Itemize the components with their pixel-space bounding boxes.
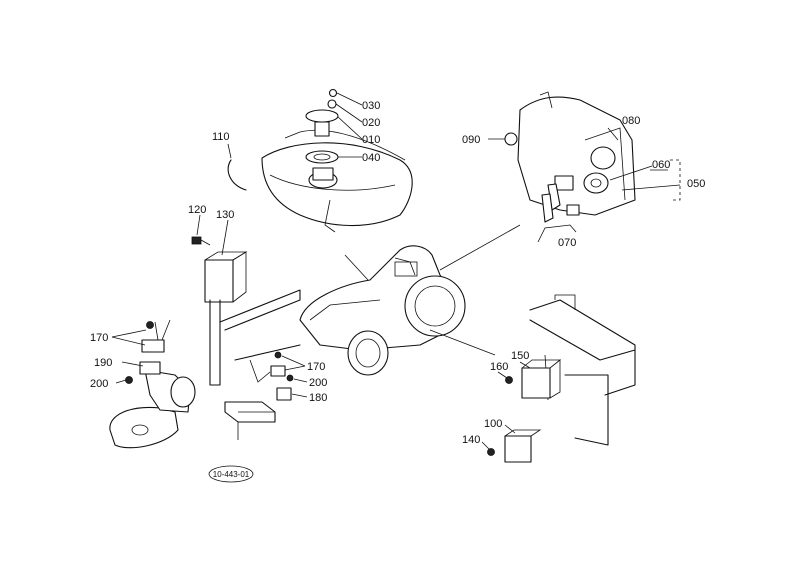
label-190: 190 — [94, 357, 112, 369]
label-200-center: 200 — [309, 377, 327, 389]
diagram-code-badge: 10-443-01 — [208, 465, 254, 483]
label-040: 040 — [362, 152, 380, 164]
label-090: 090 — [462, 134, 480, 146]
label-030: 030 — [362, 100, 380, 112]
label-060: 060 — [652, 159, 670, 171]
key-switch-section — [488, 91, 681, 243]
label-070: 070 — [558, 237, 576, 249]
label-170-center: 170 — [307, 361, 325, 373]
fuel-tank-section — [227, 88, 413, 233]
label-200-left: 200 — [90, 378, 108, 390]
tractor-overview — [299, 224, 521, 376]
label-080: 080 — [622, 115, 640, 127]
label-110: 140 — [462, 434, 480, 446]
label-010: 010 — [362, 134, 380, 146]
label-140: 120 — [188, 204, 206, 216]
label-130: 130 — [216, 209, 234, 221]
part-labels: 030 020 010 040 110 090 080 060 050 070 … — [90, 100, 705, 446]
label-150: 150 — [511, 350, 529, 362]
seat-switch-section — [224, 351, 308, 440]
label-050: 050 — [687, 178, 705, 190]
label-100: 100 — [484, 418, 502, 430]
label-020: 020 — [362, 117, 380, 129]
relay-bracket-section — [191, 214, 301, 386]
label-120: 110 — [212, 131, 230, 143]
label-180: 180 — [309, 392, 327, 404]
label-160: 160 — [490, 361, 508, 373]
safety-switch-section — [109, 319, 196, 449]
right-relay-section — [481, 294, 636, 463]
label-170-left: 170 — [90, 332, 108, 344]
diagram-code-text: 10-443-01 — [213, 470, 250, 479]
